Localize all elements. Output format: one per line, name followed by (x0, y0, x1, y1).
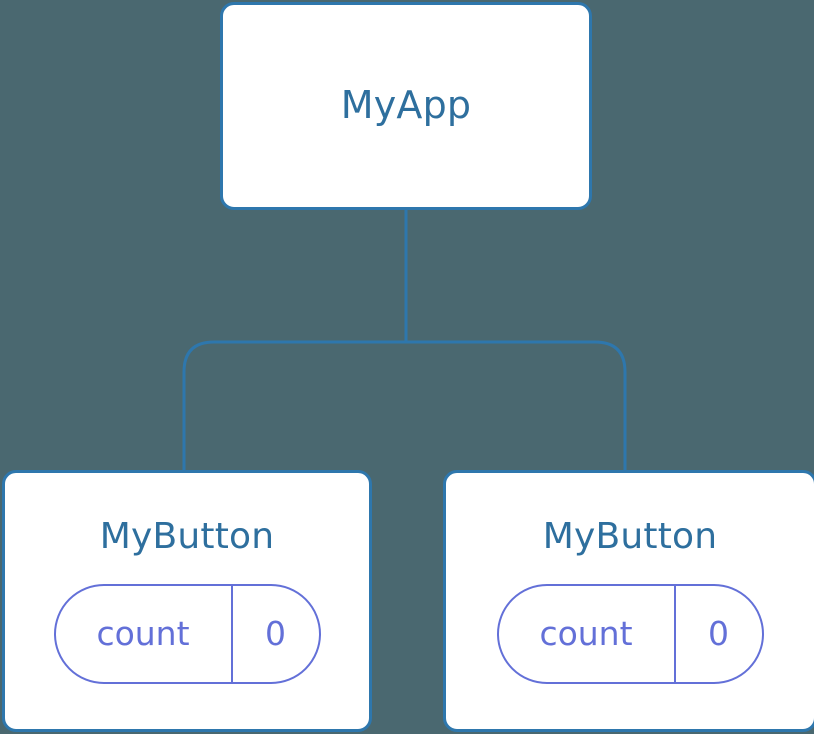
state-pill[interactable]: count 0 (53, 583, 321, 684)
state-key: count (56, 585, 233, 682)
state-value: 0 (708, 614, 729, 654)
node-title: MyApp (340, 83, 472, 128)
state-key: count (499, 585, 676, 682)
state-pill[interactable]: count 0 (496, 583, 764, 684)
node-title: MyButton (542, 516, 718, 557)
node-mybutton-0[interactable]: MyButton count 0 (2, 470, 372, 732)
node-myapp[interactable]: MyApp (220, 2, 592, 210)
edge-bus-to-child-0 (182, 340, 406, 472)
edge-bus-to-child-1 (406, 340, 627, 472)
node-title: MyButton (99, 516, 275, 557)
node-mybutton-1[interactable]: MyButton count 0 (443, 470, 814, 732)
state-value: 0 (265, 614, 286, 654)
